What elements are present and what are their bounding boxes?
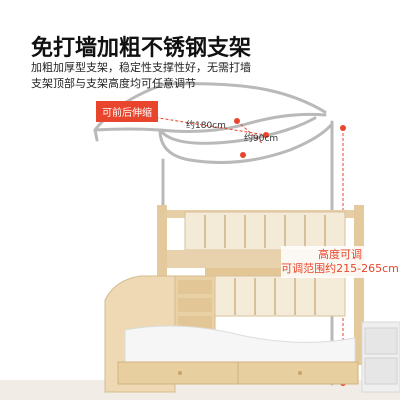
description-line-1: 加粗加厚型支架，稳定性支撑性好，无需打墙 [31, 61, 251, 74]
page-title: 免打墙加粗不锈钢支架 [31, 36, 252, 61]
height-adjust-note: 高度可调 可调范围约215-265cm [281, 246, 399, 278]
length-label: 约180cm [186, 121, 226, 131]
product-description: 加粗加厚型支架，稳定性支撑性好，无需打墙 支架顶部与支架高度均可任意调节 [31, 60, 271, 92]
description-line-2: 支架顶部与支架高度均可任意调节 [31, 77, 196, 90]
width-label: 约90cm [244, 134, 279, 144]
height-adjust-label: 高度可调 [318, 248, 362, 261]
height-adjust-range: 可调范围约215-265cm [281, 262, 399, 275]
telescopic-badge: 可前后伸缩 [96, 101, 158, 122]
